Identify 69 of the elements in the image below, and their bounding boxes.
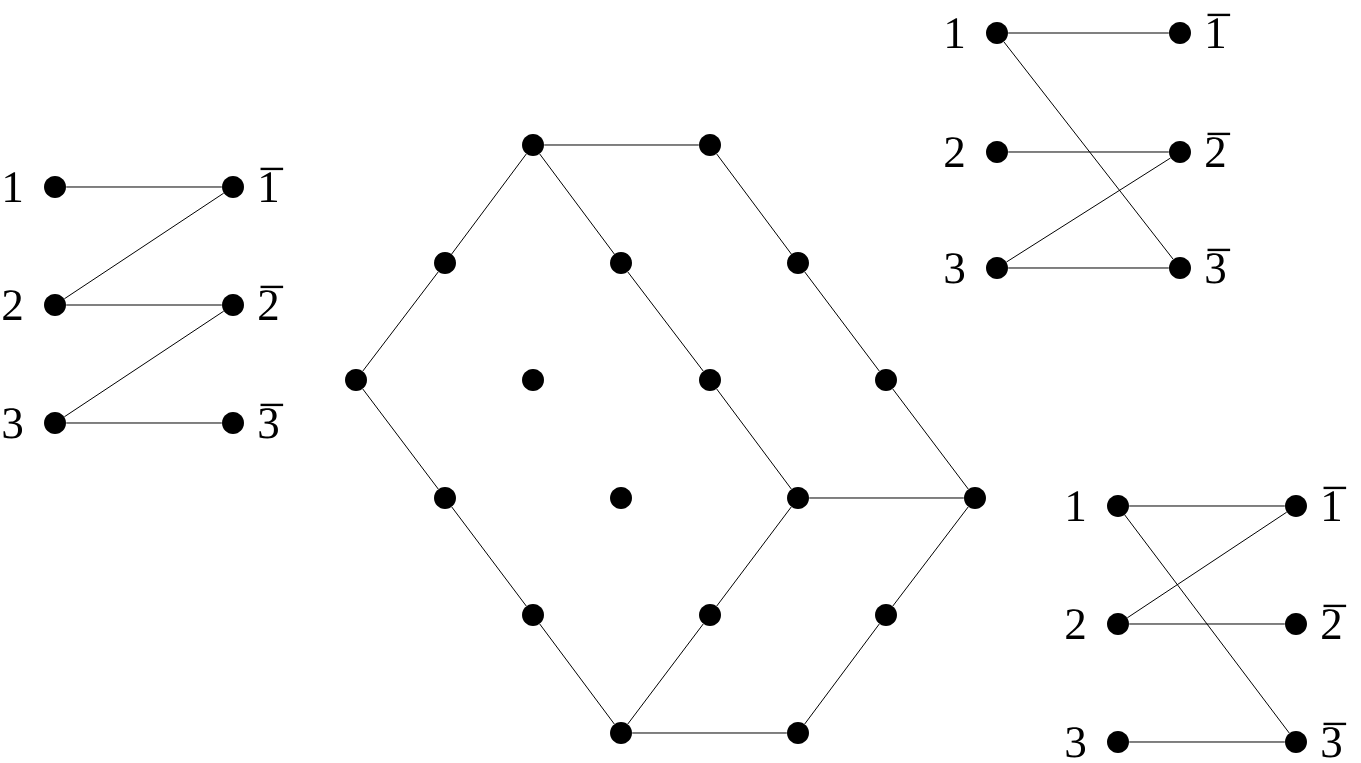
edge-line (1128, 623, 1286, 625)
vertex-label: 3̅ (259, 403, 284, 439)
vertex-label: 2̅ (1206, 132, 1231, 167)
edge-line (892, 388, 969, 490)
vertex-dot (964, 487, 986, 509)
vertex-dot (610, 722, 632, 744)
vertex-dot (787, 252, 809, 274)
vertex-label: 3 (945, 253, 965, 284)
edge-line (1003, 41, 1174, 260)
vertex-label: 2̅ (259, 285, 284, 320)
edge-line (716, 388, 792, 490)
edge-line (1007, 267, 1170, 269)
edge-line (451, 153, 527, 255)
edge-line (1126, 511, 1288, 619)
edge-line (543, 144, 700, 146)
edge-line (362, 388, 439, 490)
vertex-label: 2 (3, 290, 22, 320)
vertex-dot (522, 369, 544, 391)
vertex-label: 3̅ (1206, 248, 1231, 284)
edge-line (451, 506, 527, 607)
edge-line (627, 271, 704, 372)
vertex-dot (699, 604, 721, 626)
vertex-dot (787, 722, 809, 744)
edge-line (65, 304, 223, 306)
vertex-dot (699, 134, 721, 156)
vertex-label: 1̅ (1207, 13, 1231, 48)
vertex-label: 1̅ (1323, 486, 1347, 521)
edge-line (362, 271, 439, 372)
vertex-dot (434, 487, 456, 509)
edge-line (631, 732, 788, 734)
vertex-label: 1 (5, 172, 22, 202)
edge-line (539, 623, 615, 725)
edge-line (716, 506, 792, 607)
vertex-label: 1 (1068, 491, 1085, 521)
edge-line (1128, 741, 1286, 743)
vertex-dot (522, 604, 544, 626)
vertex-dot (610, 252, 632, 274)
vertex-label: 1 (947, 18, 964, 48)
vertex-label: 2 (945, 137, 964, 167)
vertex-dot (610, 487, 632, 509)
vertex-dot (875, 604, 897, 626)
edge-line (539, 153, 615, 255)
edge-line (808, 497, 965, 499)
edge-line (804, 271, 880, 372)
edge-line (892, 506, 969, 607)
vertex-dot (875, 369, 897, 391)
edge-line (65, 186, 223, 188)
vertex-label: 3 (3, 408, 23, 439)
vertex-dot (787, 487, 809, 509)
vertex-label: 2̅ (1322, 604, 1347, 639)
vertex-label: 1̅ (260, 167, 284, 202)
edge-line (716, 153, 792, 255)
vertex-label: 3 (1066, 727, 1086, 758)
vertex-dot (699, 369, 721, 391)
vertex-dot (345, 369, 367, 391)
edge-line (63, 192, 225, 300)
edge-line (1007, 32, 1170, 34)
edge-line (804, 623, 880, 725)
edge-line (65, 422, 223, 424)
edge-line (1007, 151, 1170, 153)
vertex-label: 2 (1066, 609, 1085, 639)
vertex-label: 3̅ (1322, 722, 1347, 758)
edge-line (63, 310, 225, 418)
edge-line (627, 623, 704, 725)
vertex-dot (434, 252, 456, 274)
vertex-dot (522, 134, 544, 156)
edge-line (1124, 514, 1290, 734)
edge-line (1128, 505, 1286, 507)
edge-line (1005, 157, 1172, 263)
